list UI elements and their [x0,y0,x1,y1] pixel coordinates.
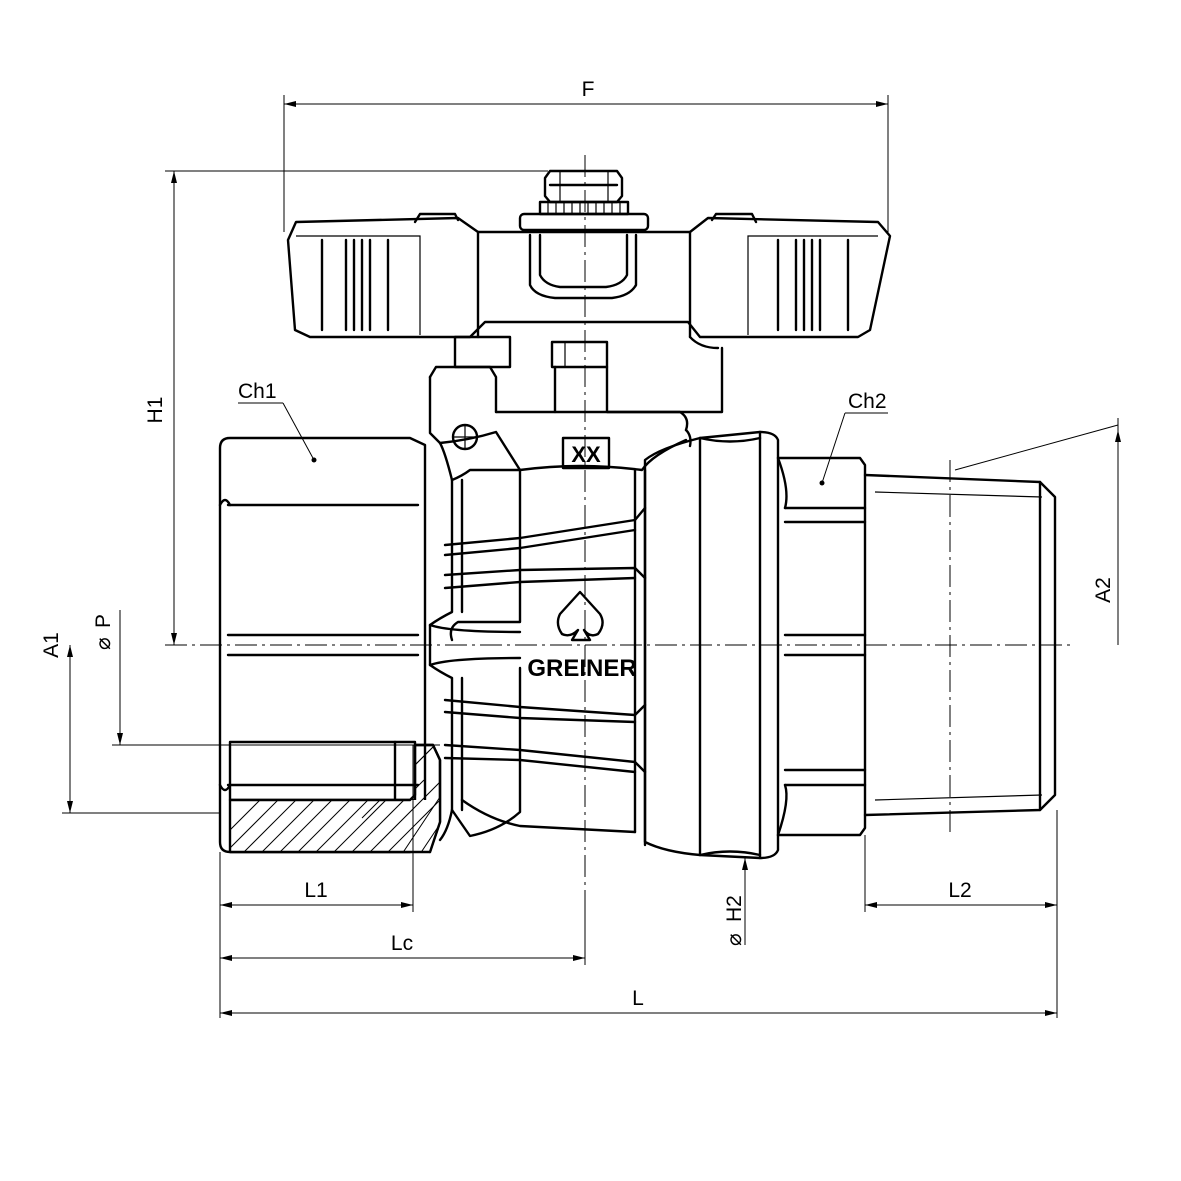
stem-neck [428,335,724,451]
right-grip [747,235,878,335]
dim-label-h1: H1 [144,397,167,424]
butterfly-handle [286,169,892,350]
dim-symbol-diameter-h2: ⌀ [723,933,746,946]
dim-label-l: L [632,987,644,1010]
dim-label-f: F [582,78,595,101]
valve-body: XX GREINER [428,428,692,847]
dim-label-p: P [92,614,115,628]
hex-nut [543,169,624,204]
dim-label-a1: A1 [40,632,63,658]
dim-label-h2: H2 [723,895,746,922]
dim-label-a2: A2 [1092,577,1115,603]
section-hatch [230,745,440,852]
dim-symbol-diameter-p: ⌀ [92,637,115,650]
washer [538,200,630,216]
center-lines [165,155,1075,905]
union-nut [643,430,780,860]
male-thread [863,473,1057,817]
marking-text: XX [571,442,601,467]
brand-text: GREINER [527,655,636,682]
brand-logo-icon [556,590,604,642]
handle-wings [286,216,892,339]
dim-label-lc: Lc [391,932,413,955]
handle-hub [528,233,638,300]
male-hex [776,456,867,837]
dim-label-l2: L2 [948,879,971,902]
callout-ch2: Ch2 [848,390,887,413]
dimensions: F H1 Ch1 Ch2 A1 ⌀ P A2 L1 [40,78,1121,1018]
marking-box [561,436,611,470]
callout-ch1: Ch1 [238,380,277,403]
left-grip [296,235,421,335]
dim-label-l1: L1 [304,879,327,902]
